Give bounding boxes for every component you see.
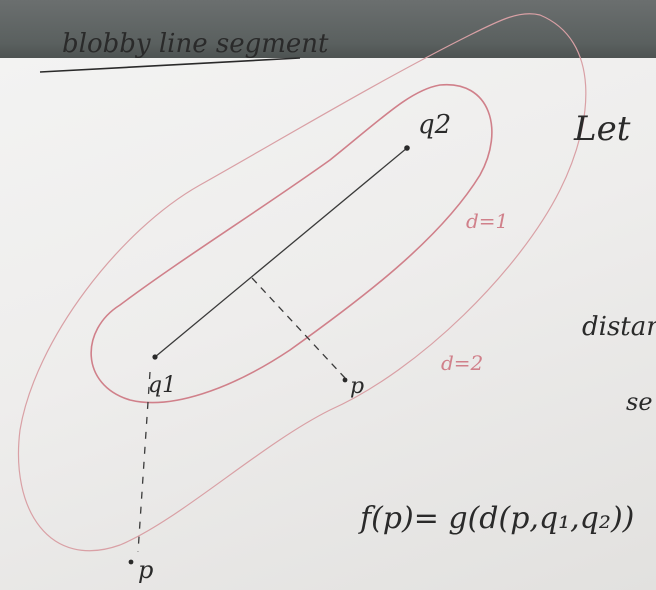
line-segment-q1-q2 <box>154 147 408 358</box>
label-p-bottom: p <box>138 556 153 584</box>
formula-text: f(p)= g(d(p,q₁,q₂)) <box>358 501 634 536</box>
whiteboard <box>0 58 656 590</box>
dashed-distance-bottom <box>137 371 151 553</box>
label-d1: d=1 <box>466 209 508 233</box>
point-p-bottom-dot <box>128 559 134 565</box>
title-underline <box>39 57 301 73</box>
side-word-let: Let <box>573 109 631 149</box>
point-q1-dot <box>152 354 158 360</box>
label-d2: d=2 <box>441 351 483 375</box>
point-p-mid-dot <box>342 377 348 383</box>
side-word-se: se <box>626 388 653 416</box>
label-p-mid: p <box>350 374 364 399</box>
whiteboard-top-strip <box>0 0 656 62</box>
point-q2-dot <box>404 145 410 151</box>
inner-contour-d1 <box>90 83 493 404</box>
label-q2: q2 <box>418 110 451 140</box>
outer-contour-d2 <box>17 13 587 552</box>
label-q1: q1 <box>148 373 176 398</box>
side-word-distar: distar <box>582 312 656 342</box>
title-text: blobby line segment <box>62 29 329 59</box>
dashed-distance-mid <box>251 277 346 379</box>
